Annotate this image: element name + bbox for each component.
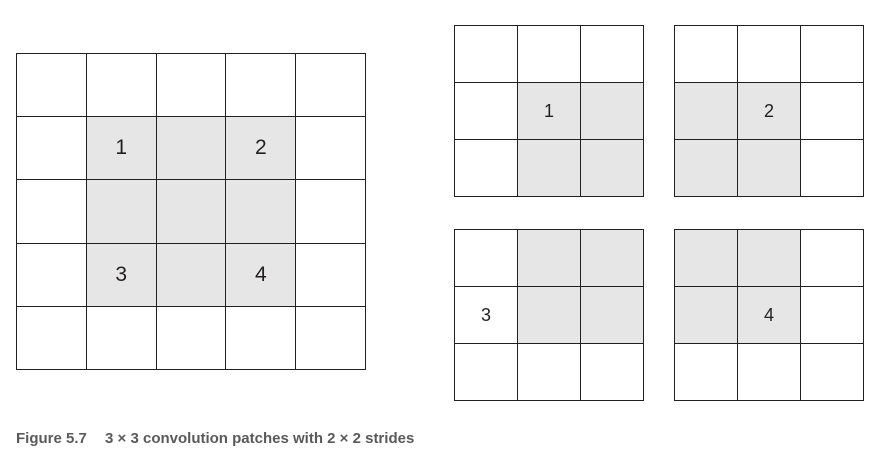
grid-cell xyxy=(455,140,518,197)
patch-grid-4: 4 xyxy=(674,229,864,401)
grid-cell xyxy=(226,306,297,370)
grid-cell xyxy=(581,26,644,83)
grid-cell xyxy=(518,140,581,197)
grid-cell xyxy=(156,180,227,244)
patch-number-label: 1 xyxy=(518,83,581,140)
grid-cell xyxy=(801,83,864,140)
grid-cell xyxy=(738,140,801,197)
grid-cell xyxy=(296,243,366,307)
grid-cell xyxy=(738,344,801,401)
grid-cell xyxy=(17,117,87,181)
patch-number-label: 3 xyxy=(86,243,157,307)
grid-cell xyxy=(675,26,738,83)
grid-cell xyxy=(17,243,87,307)
grid-cell xyxy=(296,306,366,370)
grid-cell xyxy=(156,54,227,118)
patch-number-label: 4 xyxy=(738,287,801,344)
grid-cell xyxy=(518,26,581,83)
patch-number-label: 1 xyxy=(86,117,157,181)
grid-cell xyxy=(518,230,581,287)
grid-cell xyxy=(17,54,87,118)
grid-cell xyxy=(675,344,738,401)
grid-cell xyxy=(86,54,157,118)
grid-cell xyxy=(296,117,366,181)
figure-label: Figure 5.7 xyxy=(16,430,87,447)
grid-cell xyxy=(738,26,801,83)
grid-cell xyxy=(17,180,87,244)
grid-cell xyxy=(738,230,801,287)
grid-cell xyxy=(296,54,366,118)
grid-cell xyxy=(17,306,87,370)
grid-cell xyxy=(156,306,227,370)
grid-cell xyxy=(675,287,738,344)
grid-cell xyxy=(801,287,864,344)
grid-cell xyxy=(581,287,644,344)
grid-cell xyxy=(675,140,738,197)
patch-grid-2: 2 xyxy=(674,25,864,197)
grid-cell xyxy=(455,230,518,287)
patch-grid-1: 1 xyxy=(454,25,644,197)
grid-cell xyxy=(156,117,227,181)
grid-cell xyxy=(226,180,297,244)
grid-cell xyxy=(455,26,518,83)
grid-cell xyxy=(581,140,644,197)
grid-cell xyxy=(581,344,644,401)
patch-number-label: 2 xyxy=(226,117,297,181)
grid-cell xyxy=(518,287,581,344)
grid-cell xyxy=(801,140,864,197)
grid-cell xyxy=(581,230,644,287)
grid-cell xyxy=(581,83,644,140)
grid-cell xyxy=(455,83,518,140)
grid-cell xyxy=(296,180,366,244)
patch-number-label: 3 xyxy=(455,287,518,344)
grid-cell xyxy=(86,180,157,244)
grid-cell xyxy=(801,230,864,287)
grid-cell xyxy=(226,54,297,118)
input-grid: 1 2 3 4 xyxy=(16,53,366,370)
patch-number-label: 4 xyxy=(226,243,297,307)
grid-cell xyxy=(801,26,864,83)
grid-cell xyxy=(518,344,581,401)
grid-cell xyxy=(455,344,518,401)
grid-cell xyxy=(156,243,227,307)
figure-caption: Figure 5.7 3 × 3 convolution patches wit… xyxy=(16,430,414,447)
grid-cell xyxy=(675,230,738,287)
caption-text: 3 × 3 convolution patches with 2 × 2 str… xyxy=(105,430,415,447)
grid-cell xyxy=(801,344,864,401)
patch-grid-3: 3 xyxy=(454,229,644,401)
patch-number-label: 2 xyxy=(738,83,801,140)
grid-cell xyxy=(675,83,738,140)
grid-cell xyxy=(86,306,157,370)
